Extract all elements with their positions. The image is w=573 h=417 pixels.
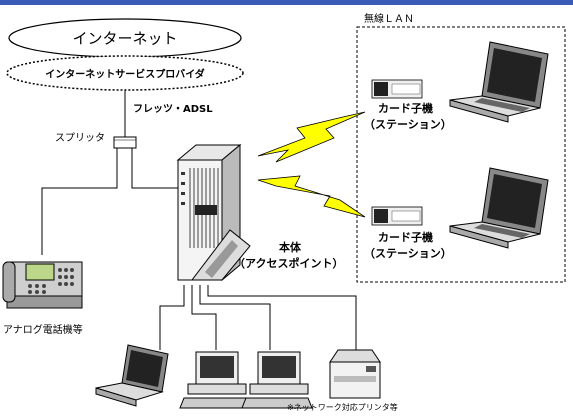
line-type-label: フレッツ・ADSL <box>133 104 213 115</box>
analog-phone-device <box>2 261 83 309</box>
card-station-1 <box>371 79 423 99</box>
card-station-1-label: カード子機 <box>378 102 433 115</box>
laptop-wireless-1 <box>449 41 549 123</box>
printer-note-label: ※ネットワーク対応プリンタ等 <box>287 403 398 412</box>
lightning-bolt-1 <box>257 111 366 163</box>
splitter-to-main-line <box>131 148 178 189</box>
wireless-lan-label: 無線ＬＡＮ <box>364 14 414 25</box>
analog-phone-label: アナログ電話機等 <box>3 325 83 336</box>
main-unit-device <box>176 143 251 282</box>
card-station-1-sublabel: （ステーション） <box>364 118 452 131</box>
splitter-device <box>113 136 137 149</box>
main-unit-sublabel: （アクセスポイント） <box>234 257 344 270</box>
laptop-wireless-2 <box>449 167 549 249</box>
card-station-2-label: カード子機 <box>378 231 433 244</box>
desktop-pc-1 <box>179 351 251 409</box>
wire-to-pc-2 <box>199 285 271 350</box>
wire-to-laptop <box>159 285 185 350</box>
internet-label: インターネット <box>72 29 178 48</box>
card-station-2 <box>371 206 423 226</box>
top-accent-bar <box>0 0 573 5</box>
wire-to-printer <box>207 285 357 350</box>
network-printer <box>329 349 381 399</box>
isp-label: インターネットサービスプロバイダ <box>45 69 205 81</box>
card-station-2-sublabel: （ステーション） <box>364 247 452 260</box>
splitter-to-phone-line <box>41 148 118 255</box>
laptop-wired <box>95 344 169 407</box>
wire-to-pc-1 <box>191 285 217 350</box>
wireless-lan-box <box>356 26 566 283</box>
splitter-label: スプリッタ <box>55 133 105 144</box>
desktop-pc-2 <box>241 351 313 409</box>
main-unit-label: 本体 <box>279 241 301 254</box>
lightning-bolt-2 <box>257 175 366 218</box>
